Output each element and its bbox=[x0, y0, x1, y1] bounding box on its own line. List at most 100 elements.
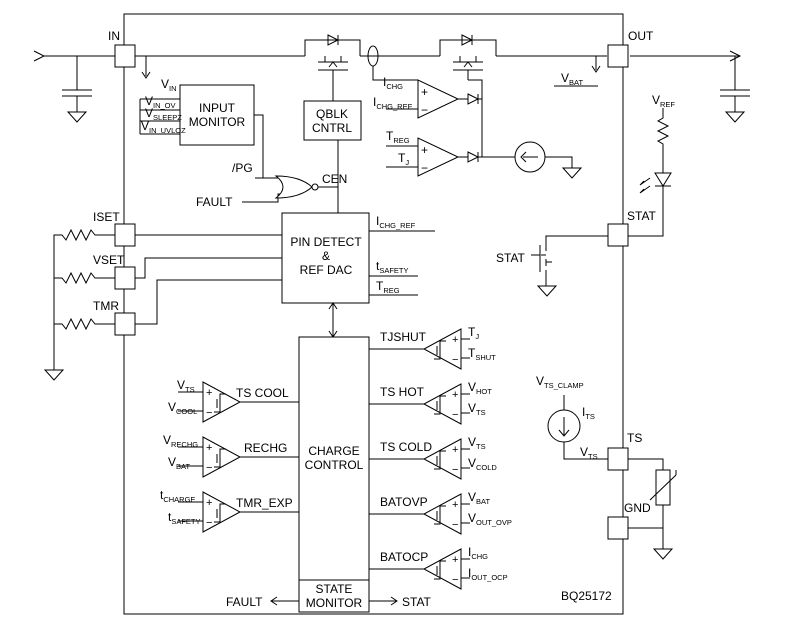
pin-detect-label-1: PIN DETECT bbox=[290, 235, 362, 249]
blocking-diode bbox=[327, 34, 340, 46]
right-comp-minus-4: − bbox=[452, 574, 458, 586]
pin-tmr-box bbox=[114, 312, 136, 336]
vref-resistor bbox=[656, 108, 670, 173]
left-comp-in2-1: VBAT bbox=[168, 455, 190, 471]
state-monitor-box bbox=[298, 579, 370, 613]
pin-gnd-label: GND bbox=[624, 501, 651, 515]
vbat-tap bbox=[554, 56, 601, 87]
sig-its: ITS bbox=[582, 405, 595, 421]
sig-ichg: ICHG bbox=[383, 75, 403, 91]
ext-gnd bbox=[43, 369, 65, 381]
right-comparator-0 bbox=[422, 328, 462, 370]
amp-plus-1: + bbox=[421, 85, 428, 99]
fet-arrow-1 bbox=[328, 61, 338, 68]
pin-detect-inputs bbox=[135, 234, 282, 325]
tmr-resistor bbox=[54, 317, 115, 331]
sig-vts-clamp: VTS_CLAMP bbox=[536, 374, 584, 390]
vset-resistor bbox=[54, 271, 115, 285]
amp-plus-2: + bbox=[421, 143, 428, 157]
right-comp-plus-1: + bbox=[452, 389, 458, 401]
charge-control-label-2: CONTROL bbox=[305, 458, 364, 472]
pin-out-label: OUT bbox=[628, 29, 654, 43]
sig-ichg-ref-2: ICHG_REF bbox=[376, 214, 416, 230]
ichg-amp bbox=[417, 79, 460, 119]
sig-vin-uvloz: VIN_UVLOZ bbox=[141, 119, 186, 135]
sig-stat-out: STAT bbox=[402, 595, 432, 609]
cs-gnd bbox=[545, 156, 583, 179]
stat-led bbox=[628, 172, 672, 237]
right-comp-minus-2: − bbox=[452, 464, 458, 476]
left-comp-in1-0: VTS bbox=[177, 378, 195, 394]
sig-vts-pin: VTS bbox=[580, 445, 598, 461]
diode-2 bbox=[467, 151, 515, 163]
sig-vin: VIN bbox=[161, 77, 177, 93]
right-comparator-wires-1 bbox=[369, 393, 470, 415]
sig-vref: VREF bbox=[652, 93, 675, 109]
pin-ts-box bbox=[607, 447, 629, 471]
right-comp-minus-1: − bbox=[452, 409, 458, 421]
sig-ichg-ref: ICHG_REF bbox=[373, 95, 413, 111]
right-comp-minus-3: − bbox=[452, 519, 458, 531]
pin-iset-label: ISET bbox=[93, 210, 120, 224]
sig-treg: TREG bbox=[386, 129, 410, 145]
right-comparator-1 bbox=[422, 383, 462, 425]
right-comp-plus-2: + bbox=[452, 444, 458, 456]
sense-wire bbox=[372, 66, 418, 81]
right-comp-in1-1: VHOT bbox=[468, 380, 492, 396]
right-comp-name-4: BATOCP bbox=[380, 550, 428, 564]
in-rail bbox=[33, 50, 742, 62]
right-comp-in1-3: VBAT bbox=[468, 490, 490, 506]
left-comp-in2-2: tSAFETY bbox=[168, 510, 201, 526]
sig-cen: CEN bbox=[322, 172, 347, 186]
right-comparator-3 bbox=[422, 493, 462, 535]
nor-bubble bbox=[311, 183, 319, 191]
left-comp-name-0: TS COOL bbox=[236, 386, 289, 400]
amp-minus-1: − bbox=[421, 103, 428, 117]
ts-cs-arrow bbox=[558, 395, 608, 460]
qblk-label-2: CNTRL bbox=[312, 121, 352, 135]
pin-detect-label-2: & bbox=[322, 249, 330, 263]
right-comp-name-1: TS HOT bbox=[380, 385, 425, 399]
right-comp-plus-4: + bbox=[452, 554, 458, 566]
sig-treg-2: TREG bbox=[376, 279, 400, 295]
qblk-label-1: QBLK bbox=[316, 107, 348, 121]
sig-fault-in: FAULT bbox=[196, 195, 233, 209]
left-comp-minus-0: − bbox=[206, 407, 212, 419]
sig-stat-fet: STAT bbox=[496, 251, 526, 265]
thermistor bbox=[628, 458, 677, 560]
left-comparator-wires-1 bbox=[178, 446, 299, 468]
right-comp-name-2: TS COLD bbox=[380, 440, 432, 454]
left-comp-plus-2: + bbox=[206, 497, 212, 509]
right-comp-plus-3: + bbox=[452, 499, 458, 511]
vin-sense-wires bbox=[139, 98, 180, 135]
right-comp-in2-1: VTS bbox=[468, 401, 486, 417]
left-comparator-wires-0 bbox=[178, 391, 299, 413]
pin-vset-label: VSET bbox=[93, 253, 125, 267]
left-comp-plus-1: + bbox=[206, 442, 212, 454]
right-comp-in2-2: VCOLD bbox=[468, 456, 497, 472]
pin-iset-box bbox=[114, 223, 136, 247]
left-comparator-1 bbox=[202, 436, 242, 478]
cen-wire bbox=[318, 140, 339, 213]
right-comparator-4 bbox=[422, 548, 462, 590]
state-monitor-label-2: MONITOR bbox=[306, 596, 363, 610]
led-rays bbox=[639, 177, 651, 194]
pin-gnd-box bbox=[607, 516, 629, 540]
stat-fet-gnd bbox=[536, 285, 558, 297]
iset-resistor bbox=[53, 228, 115, 370]
pin-in-label: IN bbox=[108, 29, 120, 43]
left-comp-name-1: RECHG bbox=[244, 441, 287, 455]
gate-bus bbox=[468, 79, 483, 157]
charge-control-label-1: CHARGE bbox=[308, 444, 359, 458]
pin-in-box bbox=[114, 44, 136, 68]
left-comparators bbox=[178, 381, 299, 533]
left-comp-plus-0: + bbox=[206, 387, 212, 399]
pin-out-box bbox=[607, 44, 629, 68]
right-comp-in2-0: TSHUT bbox=[468, 346, 496, 362]
right-comparator-wires-2 bbox=[369, 448, 470, 470]
sig-fault-out: FAULT bbox=[226, 595, 263, 609]
left-comp-name-2: TMR_EXP bbox=[236, 496, 293, 510]
stat-fet bbox=[531, 235, 608, 286]
sig-tsafety: tSAFETY bbox=[376, 259, 409, 275]
